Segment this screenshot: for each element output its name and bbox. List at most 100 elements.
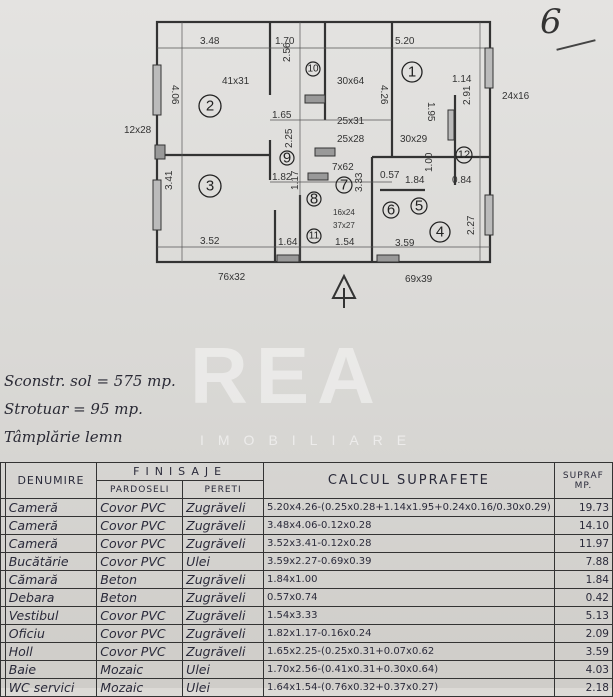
calc-header: CALCUL SUPRAFETE bbox=[262, 462, 555, 499]
floor-finish: Covor PVC bbox=[96, 642, 184, 661]
svg-text:12x28: 12x28 bbox=[124, 125, 152, 136]
area-value: 3.59 bbox=[553, 642, 613, 661]
svg-text:1.82: 1.82 bbox=[272, 172, 292, 183]
watermark-logo: REA bbox=[190, 331, 383, 420]
area-header: SUPRAF MP. bbox=[553, 462, 613, 499]
area-calculation: 0.57x0.74 bbox=[262, 588, 555, 607]
area-calculation: 3.59x2.27-0.69x0.39 bbox=[262, 552, 555, 571]
svg-text:3: 3 bbox=[206, 178, 214, 195]
svg-text:4.26: 4.26 bbox=[378, 85, 389, 105]
svg-text:4: 4 bbox=[436, 224, 444, 241]
room-name: Baie bbox=[4, 660, 98, 679]
finishes-header: FINISAJE bbox=[96, 462, 264, 481]
page-number: 6 bbox=[540, 2, 562, 42]
floors-header: PARDOSELI bbox=[96, 480, 184, 499]
room-name: Cameră bbox=[4, 534, 98, 553]
wall-finish: Ulei bbox=[182, 552, 264, 571]
floor-finish: Covor PVC bbox=[96, 534, 184, 553]
dimension-labels: 3.48 1.70 5.20 4.06 2.56 4.26 1.65 2.25 … bbox=[124, 36, 530, 285]
svg-text:11: 11 bbox=[309, 231, 320, 242]
svg-text:1.70: 1.70 bbox=[275, 36, 295, 47]
svg-text:3.41: 3.41 bbox=[164, 170, 175, 190]
surface-table: DENUMIRE FINISAJE CALCUL SUPRAFETE SUPRA… bbox=[0, 462, 613, 697]
svg-text:0.84: 0.84 bbox=[452, 175, 472, 186]
svg-text:3.33: 3.33 bbox=[354, 172, 365, 192]
svg-text:25x31: 25x31 bbox=[337, 116, 365, 127]
floor-finish: Covor PVC bbox=[96, 498, 184, 517]
area-value: 5.13 bbox=[553, 606, 613, 625]
svg-text:7: 7 bbox=[340, 177, 348, 194]
area-value: 4.03 bbox=[553, 660, 613, 679]
svg-text:2.27: 2.27 bbox=[466, 215, 477, 235]
area-calculation: 1.65x2.25-(0.25x0.31+0.07x0.62 bbox=[262, 642, 555, 661]
svg-text:12: 12 bbox=[458, 149, 470, 161]
watermark-subtitle: IMOBILIARE bbox=[200, 432, 421, 448]
name-header: DENUMIRE bbox=[4, 462, 98, 499]
svg-text:30x29: 30x29 bbox=[400, 134, 428, 145]
room-numbers: 1 2 3 4 5 6 7 8 9 10 11 12 bbox=[198, 61, 473, 244]
area-calculation: 3.48x4.06-0.12x0.28 bbox=[262, 516, 555, 535]
room-name: Holl bbox=[4, 642, 98, 661]
floor-finish: Covor PVC bbox=[96, 516, 184, 535]
walls-header: PERETI bbox=[182, 480, 264, 499]
svg-text:30x64: 30x64 bbox=[337, 76, 365, 87]
area-value: 2.09 bbox=[553, 624, 613, 643]
svg-text:1.54: 1.54 bbox=[335, 237, 355, 248]
floor-finish: Beton bbox=[96, 588, 184, 607]
svg-text:3.48: 3.48 bbox=[200, 36, 220, 47]
svg-text:1.65: 1.65 bbox=[272, 110, 292, 121]
area-value: 14.10 bbox=[553, 516, 613, 535]
svg-text:25x28: 25x28 bbox=[337, 134, 365, 145]
svg-text:1.17: 1.17 bbox=[290, 170, 301, 190]
area-calculation: 1.70x2.56-(0.41x0.31+0.30x0.64) bbox=[262, 660, 555, 679]
area-calculation: 1.54x3.33 bbox=[262, 606, 555, 625]
svg-text:7x62: 7x62 bbox=[332, 162, 354, 173]
chimneys bbox=[154, 94, 400, 263]
svg-text:1.00: 1.00 bbox=[424, 152, 435, 172]
svg-text:8: 8 bbox=[310, 191, 318, 208]
svg-text:3.59: 3.59 bbox=[395, 238, 415, 249]
svg-text:37x27: 37x27 bbox=[333, 221, 355, 230]
wall-finish: Zugrăveli bbox=[182, 516, 264, 535]
room-name: Bucătărie bbox=[4, 552, 98, 571]
svg-text:2.91: 2.91 bbox=[462, 85, 473, 105]
svg-text:41x31: 41x31 bbox=[222, 76, 250, 87]
svg-text:0.57: 0.57 bbox=[380, 170, 400, 181]
svg-text:5: 5 bbox=[415, 198, 423, 215]
svg-text:1.64: 1.64 bbox=[278, 237, 298, 248]
room-name: Cameră bbox=[4, 516, 98, 535]
wall-finish: Zugrăveli bbox=[182, 498, 264, 517]
area-value: 7.88 bbox=[553, 552, 613, 571]
area-calculation: 1.84x1.00 bbox=[262, 570, 555, 589]
area-value: 0.42 bbox=[553, 588, 613, 607]
dimension-lines bbox=[157, 22, 490, 262]
svg-text:10: 10 bbox=[307, 64, 319, 75]
floor-finish: Mozaic bbox=[96, 660, 184, 679]
floor-finish: Covor PVC bbox=[96, 606, 184, 625]
svg-text:1.95: 1.95 bbox=[425, 102, 436, 122]
svg-text:24x16: 24x16 bbox=[502, 91, 530, 102]
svg-text:2.56: 2.56 bbox=[282, 42, 293, 62]
area-calculation: 1.82x1.17-0.16x0.24 bbox=[262, 624, 555, 643]
svg-text:69x39: 69x39 bbox=[405, 274, 433, 285]
area-calculation: 5.20x4.26-(0.25x0.28+1.14x1.95+0.24x0.16… bbox=[262, 498, 555, 517]
svg-text:3.52: 3.52 bbox=[200, 236, 220, 247]
svg-text:5.20: 5.20 bbox=[395, 36, 415, 47]
svg-text:1: 1 bbox=[408, 64, 416, 81]
svg-text:1.84: 1.84 bbox=[405, 175, 425, 186]
area-calculation: 3.52x3.41-0.12x0.28 bbox=[262, 534, 555, 553]
floor-finish: Beton bbox=[96, 570, 184, 589]
room-name: Oficiu bbox=[4, 624, 98, 643]
svg-text:16x24: 16x24 bbox=[333, 208, 355, 217]
room-name: Vestibul bbox=[4, 606, 98, 625]
svg-text:2.25: 2.25 bbox=[284, 128, 295, 148]
svg-text:2: 2 bbox=[206, 98, 214, 115]
area-value: 19.73 bbox=[553, 498, 613, 517]
